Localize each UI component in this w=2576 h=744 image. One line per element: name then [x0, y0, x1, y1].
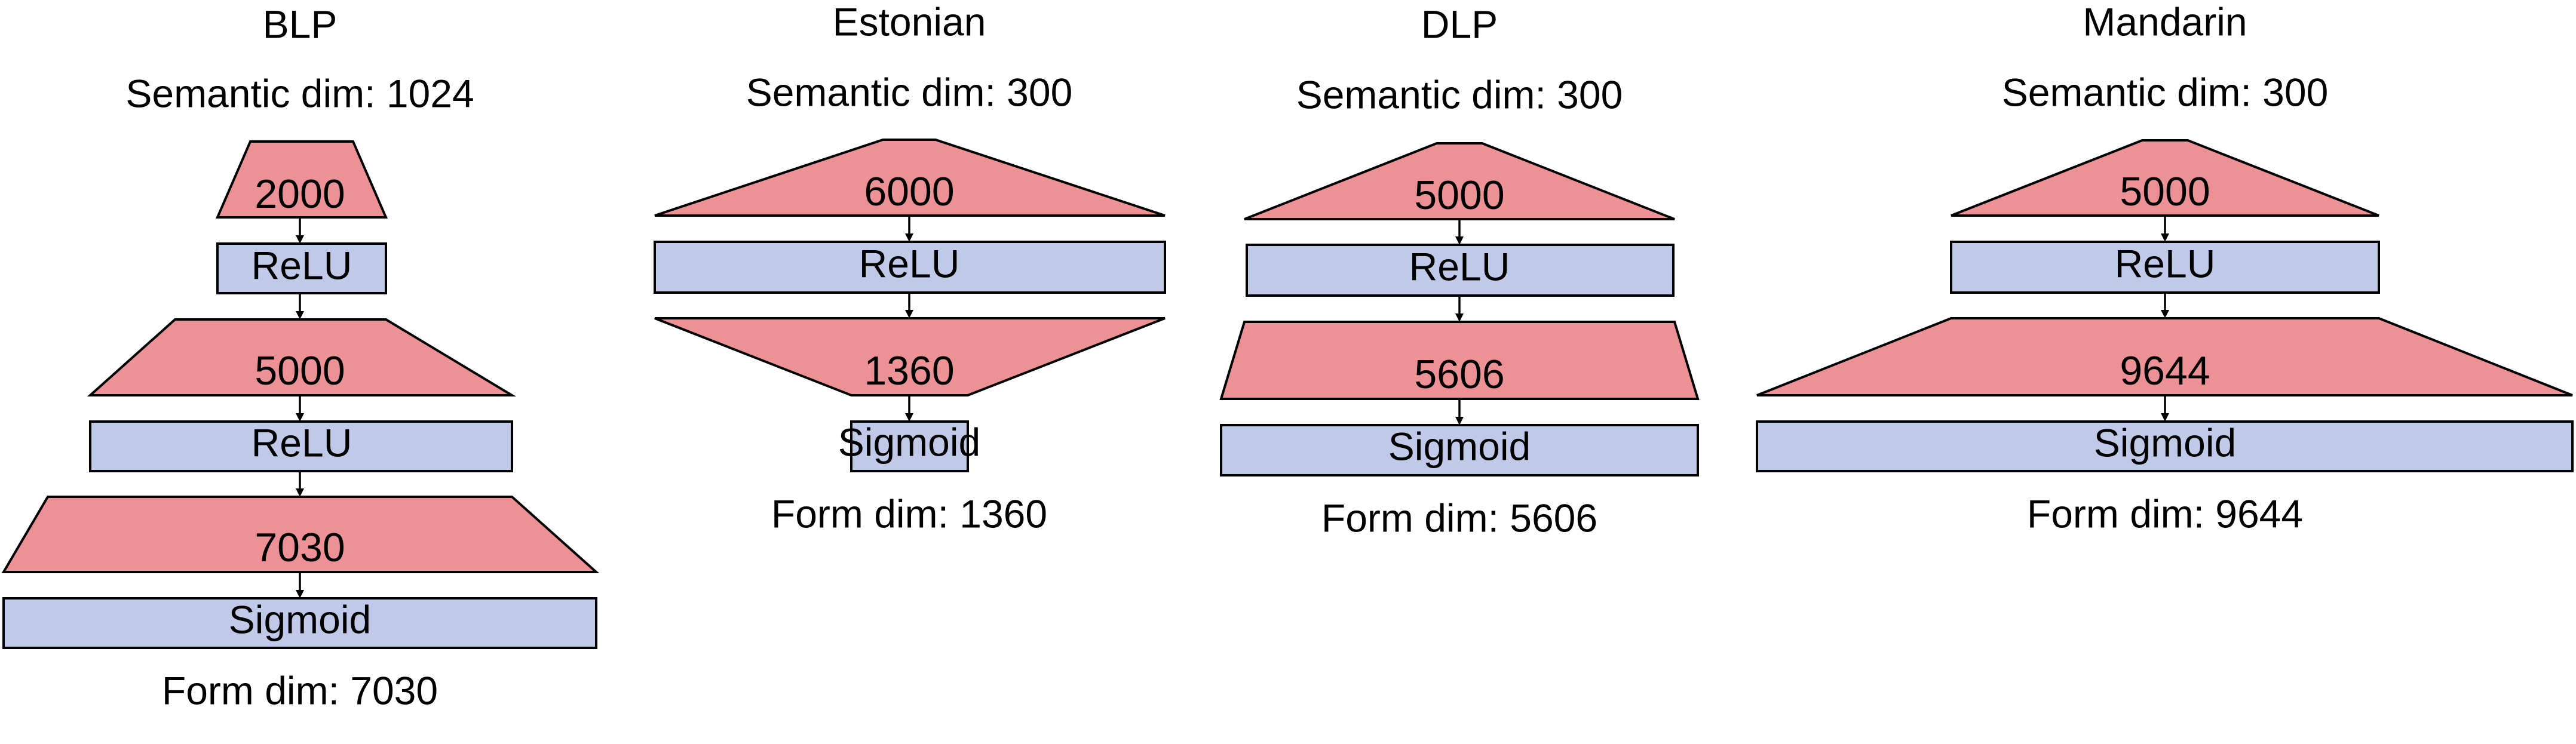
connector-arrow	[2161, 216, 2169, 242]
dense-layer-label: 1360	[864, 348, 954, 393]
dense-layer	[1951, 139, 2379, 217]
form-dim-label: Form dim: 7030	[162, 668, 438, 712]
activation-box	[1220, 424, 1699, 476]
form-dim-label: Form dim: 5606	[1321, 496, 1597, 540]
activation-box	[89, 420, 513, 472]
activation-box	[216, 242, 387, 294]
dense-layer-label: 2000	[254, 171, 345, 217]
dense-layer	[1756, 317, 2573, 396]
connector-arrow	[905, 216, 913, 242]
dense-layer	[654, 139, 1166, 217]
connector-arrow	[296, 395, 304, 422]
network-column-dlp: DLP Semantic dim: 300 5000 ReLU 5606 Sig…	[1219, 2, 1700, 540]
dense-layer	[654, 317, 1166, 396]
activation-label: Sigmoid	[2094, 420, 2236, 465]
activation-label: ReLU	[2115, 241, 2216, 285]
network-title: BLP	[263, 2, 338, 46]
dense-layer-label: 5606	[1414, 352, 1504, 397]
dense-layer	[215, 140, 388, 219]
dense-layer-label: 5000	[254, 348, 345, 393]
activation-label: Sigmoid	[838, 420, 980, 464]
dense-layer-label: 7030	[254, 525, 345, 570]
form-dim-label: Form dim: 9644	[2027, 491, 2303, 536]
connector-arrow	[905, 293, 913, 318]
activation-box	[1950, 241, 2380, 294]
connector-arrow	[2161, 395, 2169, 422]
activation-label: ReLU	[252, 243, 352, 287]
semantic-dim-label: Semantic dim: 1024	[125, 71, 474, 115]
connector-arrow	[296, 293, 304, 319]
dense-layer	[1, 496, 600, 573]
dense-layer-label: 6000	[864, 169, 954, 214]
activation-label: ReLU	[859, 241, 960, 285]
semantic-dim-label: Semantic dim: 300	[1296, 72, 1623, 116]
activation-box	[850, 420, 969, 472]
form-dim-label: Form dim: 1360	[771, 491, 1047, 536]
network-title: Mandarin	[2083, 0, 2247, 44]
network-column-estonian: Estonian Semantic dim: 300 6000 ReLU 136…	[654, 0, 1166, 536]
connector-arrow	[1455, 296, 1464, 322]
network-column-mandarin: Mandarin Semantic dim: 300 5000 ReLU 964…	[1756, 0, 2574, 536]
activation-label: ReLU	[1409, 244, 1510, 288]
dense-layer	[1219, 321, 1700, 400]
connector-arrow	[296, 572, 304, 598]
dense-layer	[1244, 142, 1675, 220]
semantic-dim-label: Semantic dim: 300	[746, 70, 1073, 114]
network-title: Estonian	[833, 0, 986, 44]
network-column-blp: BLP Semantic dim: 1024 2000 ReLU 5000 Re…	[1, 2, 600, 712]
semantic-dim-label: Semantic dim: 300	[2002, 70, 2329, 114]
activation-box	[654, 241, 1166, 294]
dense-layer-label: 9644	[2120, 348, 2210, 393]
connector-arrow	[296, 217, 304, 244]
connector-arrow	[1455, 399, 1464, 425]
activation-label: Sigmoid	[1388, 424, 1531, 468]
network-title: DLP	[1421, 2, 1498, 46]
activation-label: Sigmoid	[229, 597, 371, 641]
dense-layer-label: 5000	[1414, 173, 1504, 218]
activation-label: ReLU	[252, 420, 352, 465]
activation-box	[2, 597, 597, 649]
connector-arrow	[905, 395, 913, 422]
connector-arrow	[296, 471, 304, 497]
activation-box	[1756, 420, 2574, 472]
dense-layer-label: 5000	[2120, 169, 2210, 214]
activation-box	[1246, 244, 1675, 297]
dense-layer	[87, 318, 517, 396]
connector-arrow	[2161, 293, 2169, 318]
connector-arrow	[1455, 219, 1464, 245]
